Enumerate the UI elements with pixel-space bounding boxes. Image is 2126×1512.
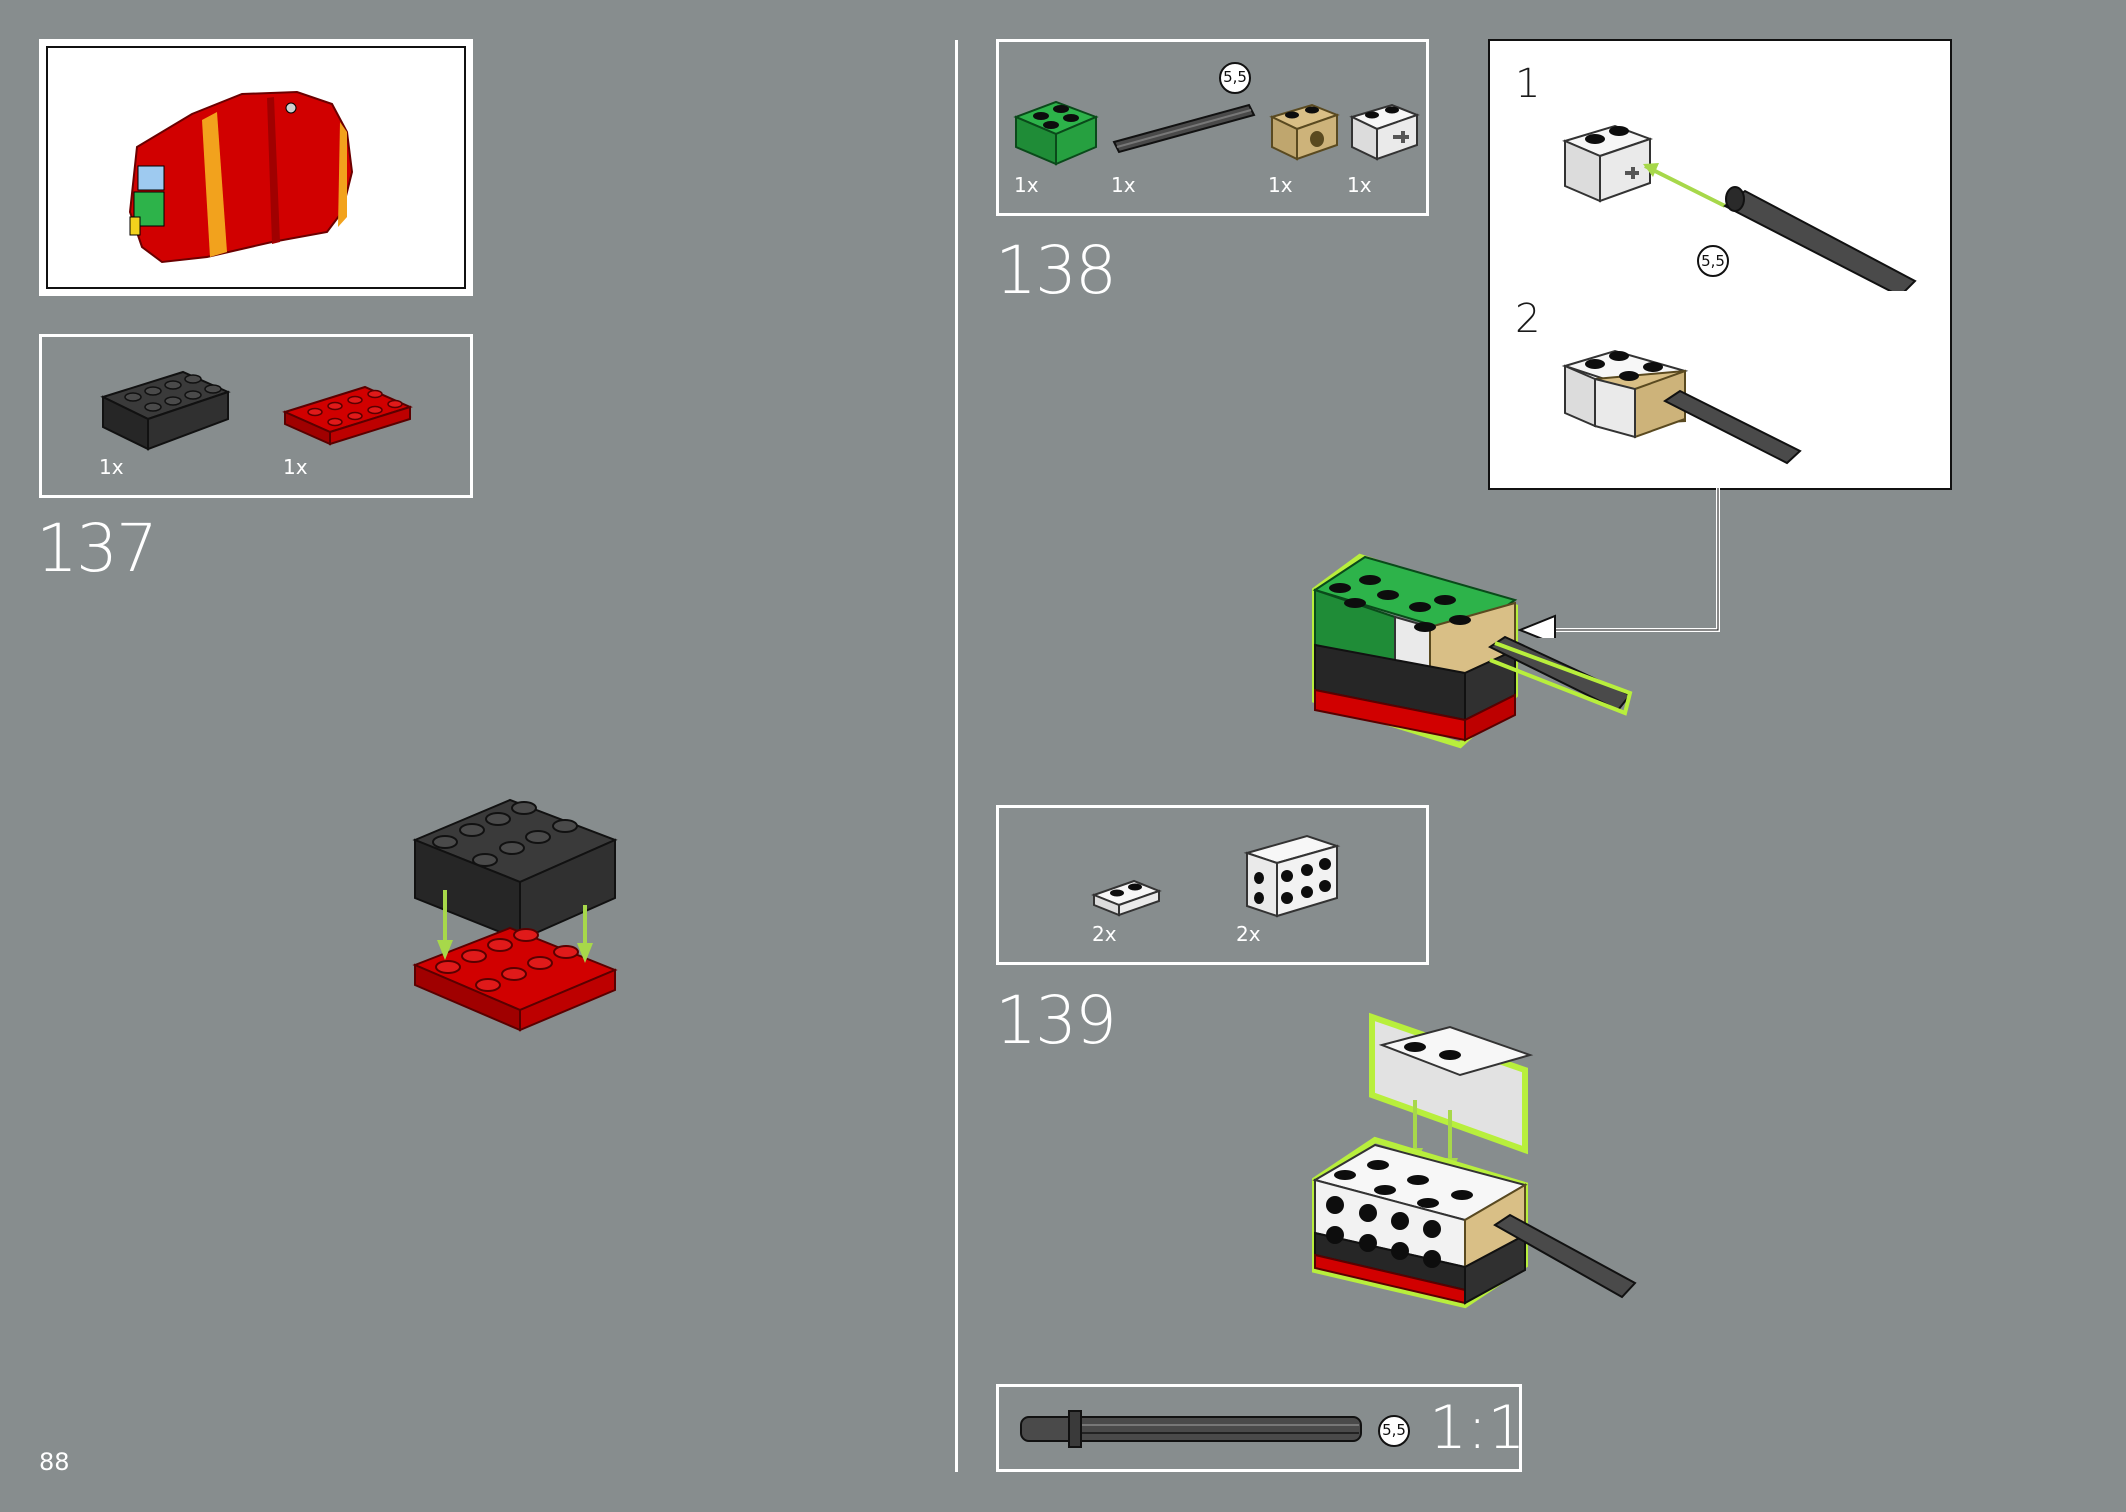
- axle-icon: [1112, 103, 1256, 154]
- page-number: 88: [39, 1448, 70, 1476]
- white-axle-brick-icon: [1349, 103, 1420, 161]
- red-plate-2x4-icon: [282, 385, 413, 446]
- axle-size-badge: [1378, 1415, 1410, 1447]
- axle-scale-ruler: 5,5 1:1: [996, 1384, 1526, 1472]
- axle-size-badge: [1219, 62, 1251, 94]
- step-138-parts-list: 5,5 1x 1x 1x 1x: [996, 39, 1429, 216]
- page-divider: [955, 40, 958, 1472]
- part-quantity: 1x: [99, 455, 124, 479]
- red-cylinder-model-image: [128, 90, 354, 264]
- step-139-parts-list: 2x 2x: [996, 805, 1429, 965]
- model-preview-inner-border: [46, 46, 466, 289]
- step-number-137: 137: [36, 510, 158, 587]
- tan-technic-brick-icon: [1269, 103, 1340, 161]
- axle-size-label: 5,5: [1701, 252, 1725, 270]
- white-bracket-icon: [1243, 834, 1341, 918]
- part-quantity: 1x: [1014, 173, 1039, 197]
- part-quantity: 2x: [1236, 922, 1261, 946]
- white-plate-1x2-icon: [1091, 879, 1162, 917]
- step-138-assembly-image: [1312, 553, 1633, 749]
- step-number-138: 138: [995, 232, 1117, 309]
- step-139-assembly-image: [1312, 1012, 1637, 1309]
- step-137-parts-list: 1x 1x: [39, 334, 473, 498]
- sub-step-2-image: [1561, 349, 1802, 465]
- part-quantity: 1x: [1111, 173, 1136, 197]
- step-138-callout: 1 2 5,5: [1488, 39, 1952, 490]
- scale-ratio-label: 1:1: [1429, 1393, 1526, 1463]
- sub-step-number: 2: [1515, 296, 1541, 342]
- part-quantity: 1x: [283, 455, 308, 479]
- callout-connector-arrow: [1517, 488, 1720, 638]
- axle-size-label: 5,5: [1223, 68, 1247, 86]
- step-137-assembly-image: [412, 798, 618, 1032]
- sub-step-number: 1: [1515, 61, 1541, 107]
- axle-size-label: 5,5: [1382, 1421, 1406, 1439]
- axle-actual-size-icon: [1020, 1410, 1362, 1448]
- green-brick-2x2-icon: [1013, 100, 1099, 166]
- sub-step-1-image: [1562, 124, 1917, 291]
- part-quantity: 1x: [1347, 173, 1372, 197]
- part-quantity: 1x: [1268, 173, 1293, 197]
- black-brick-2x4-icon: [100, 370, 231, 451]
- step-number-139: 139: [995, 982, 1117, 1059]
- model-preview-frame: [39, 39, 473, 296]
- part-quantity: 2x: [1092, 922, 1117, 946]
